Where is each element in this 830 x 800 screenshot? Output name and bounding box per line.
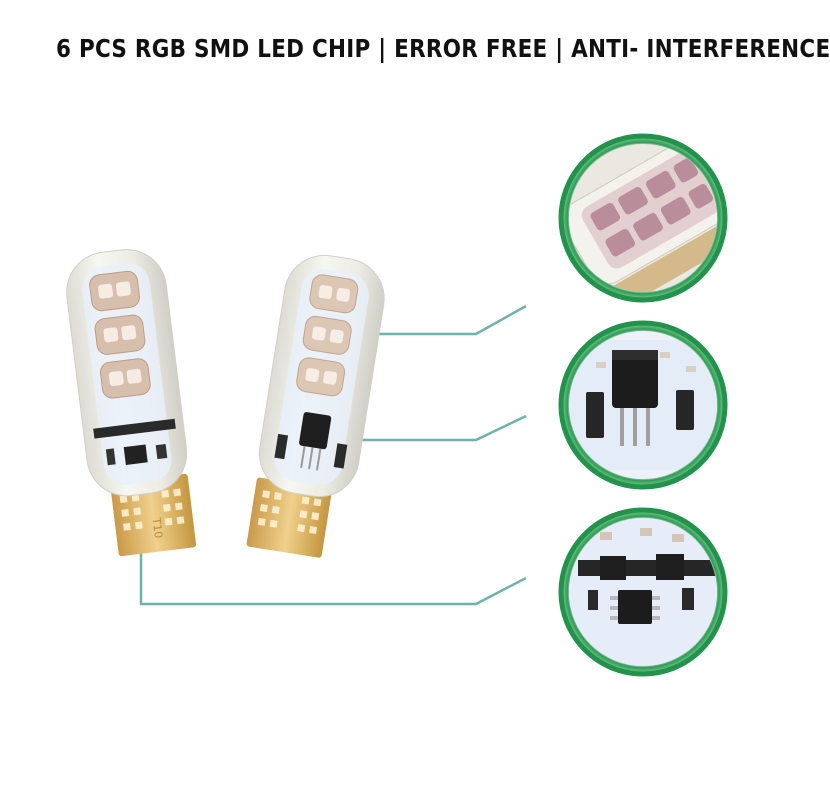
transistor-body xyxy=(612,350,658,408)
leader-line-top xyxy=(346,304,527,336)
left-bulb-ic xyxy=(123,444,148,465)
left-bulb: T10 xyxy=(66,249,197,557)
ic-chip-closeup xyxy=(569,518,717,666)
leader-line-middle xyxy=(322,414,527,442)
zoom-circle-ic-chip xyxy=(558,507,728,677)
product-illustration: T10 xyxy=(66,133,728,677)
right-bulb xyxy=(246,254,385,558)
transistor-closeup xyxy=(569,331,717,479)
right-bulb-transistor xyxy=(299,412,332,450)
headline: 6 PCS RGB SMD LED CHIP | ERROR FREE | AN… xyxy=(56,34,830,63)
led-chip-closeup xyxy=(569,144,717,292)
zoom-circle-transistor xyxy=(558,320,728,490)
ic-chip-body xyxy=(618,590,652,624)
right-bulb-led-chips xyxy=(296,274,359,397)
zoom-circle-led-chips xyxy=(558,133,728,303)
left-bulb-marking: T10 xyxy=(149,516,165,539)
left-bulb-component-band xyxy=(93,418,176,439)
left-bulb-led-chips xyxy=(89,270,151,399)
